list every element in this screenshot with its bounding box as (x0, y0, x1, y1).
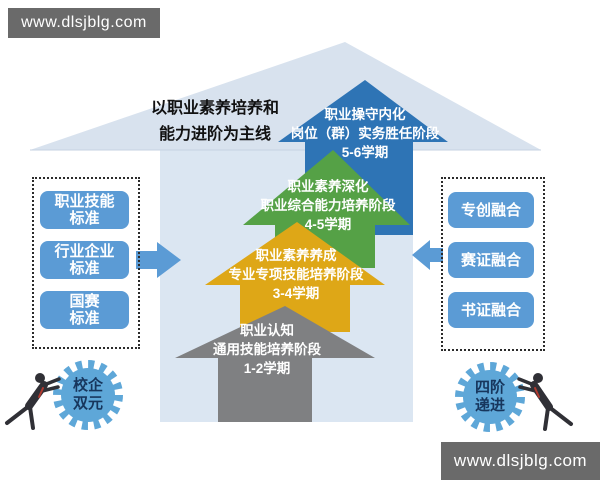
gear-right-line1: 四阶 (474, 379, 506, 396)
stage-4-line3: 5-6学期 (341, 145, 389, 160)
person-right-torso (530, 381, 553, 411)
person-left-arm-upper (42, 377, 61, 387)
stage-3-label: 职业素养深化 职业综合能力培养阶段 4-5学期 (261, 177, 396, 234)
right-fusion-panel (441, 177, 545, 351)
left-standards-panel (32, 177, 140, 349)
person-right-icon (517, 373, 573, 431)
standard-box-industry: 行业企业 标准 (40, 241, 129, 279)
stage-arrow-2-shape (205, 222, 385, 332)
stage-3-line2: 职业综合能力培养阶段 (260, 198, 396, 213)
standard-box-competition-line1: 国赛 (69, 293, 100, 310)
main-title-line1: 以职业素养培养和 (150, 100, 279, 117)
fusion-box-innovation: 专创融合 (448, 192, 534, 228)
person-right-head (533, 373, 543, 383)
person-right-leg-back (547, 405, 573, 426)
stage-2-line3: 3-4学期 (272, 286, 320, 301)
standard-box-skill-line1: 职业技能 (54, 193, 115, 210)
person-left-arm-lower (40, 385, 60, 393)
gear-right-line2: 递进 (474, 397, 506, 414)
gear-left-teeth (53, 360, 123, 430)
person-left-leg-front (28, 405, 35, 430)
person-left-icon (5, 373, 61, 430)
person-left-head (35, 373, 45, 383)
gear-left-label: 校企 双元 (73, 377, 103, 413)
stage-4-line1: 职业操守内化 (324, 107, 406, 122)
gear-right-disc (463, 370, 517, 424)
person-right-arm-upper (517, 377, 536, 387)
standard-box-industry-line2: 标准 (69, 260, 100, 277)
person-right-tie (534, 387, 540, 398)
standard-box-competition: 国赛 标准 (40, 291, 129, 329)
stage-arrow-1-shape (175, 306, 375, 422)
gear-left-icon (53, 360, 123, 430)
gear-right-teeth (455, 362, 525, 432)
stage-4-label: 职业操守内化 岗位（群）实务胜任阶段 5-6学期 (291, 105, 440, 162)
gear-right-icon (455, 362, 525, 432)
standard-box-industry-line1: 行业企业 (54, 243, 115, 260)
gear-left-disc (61, 368, 115, 422)
fusion-box-book-cert: 书证融合 (448, 292, 534, 328)
person-left-torso (25, 381, 48, 410)
stage-1-line3: 1-2学期 (243, 361, 291, 376)
fusion-box-competition-cert: 赛证融合 (448, 242, 534, 278)
stage-2-label: 职业素养养成 专业专项技能培养阶段 3-4学期 (229, 246, 364, 303)
standard-box-competition-line2: 标准 (69, 310, 100, 327)
gear-left-line2: 双元 (72, 395, 104, 412)
standard-box-skill-line2: 标准 (69, 210, 100, 227)
left-flow-arrow-icon (136, 242, 181, 278)
person-right-arm-lower (518, 385, 538, 393)
gear-left-line1: 校企 (72, 377, 104, 394)
watermark-banner-top: www.dlsjblg.com (8, 8, 160, 38)
gear-right-label: 四阶 递进 (475, 379, 505, 415)
watermark-banner-bottom: www.dlsjblg.com (441, 442, 600, 480)
stage-1-line1: 职业认知 (240, 323, 294, 338)
standard-box-skill: 职业技能 标准 (40, 191, 129, 229)
person-left-tie (38, 387, 44, 398)
main-title-line2: 能力进阶为主线 (158, 126, 271, 143)
stage-3-line1: 职业素养深化 (287, 179, 369, 194)
person-left-leg-back (5, 404, 31, 425)
stage-2-line2: 专业专项技能培养阶段 (228, 267, 364, 282)
stage-4-line2: 岗位（群）实务胜任阶段 (290, 126, 440, 141)
person-right-leg-front (543, 406, 550, 431)
stage-1-label: 职业认知 通用技能培养阶段 1-2学期 (213, 321, 321, 378)
main-title: 以职业素养培养和 能力进阶为主线 (115, 96, 315, 148)
stage-1-line2: 通用技能培养阶段 (213, 342, 321, 357)
stage-2-line1: 职业素养养成 (255, 248, 337, 263)
right-flow-arrow-icon (412, 240, 443, 270)
stage-3-line3: 4-5学期 (304, 217, 352, 232)
